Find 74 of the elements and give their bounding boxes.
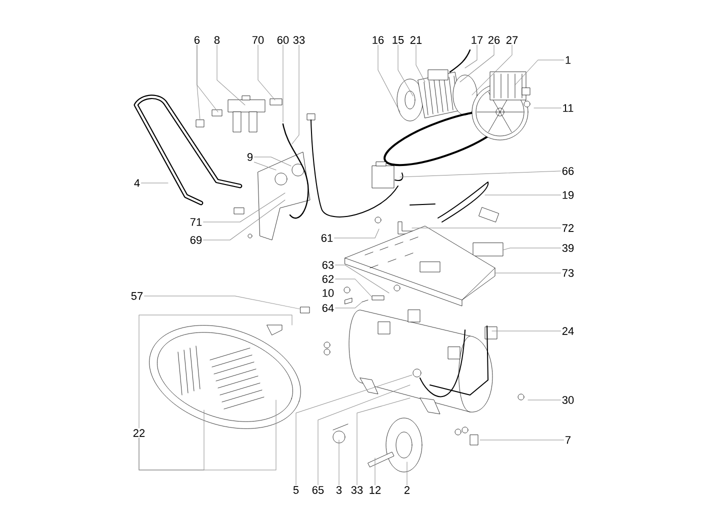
callout-number: 11 — [563, 104, 574, 112]
callout-number: 60 — [277, 36, 289, 44]
callout-number: 71 — [190, 218, 202, 226]
leader-line — [258, 44, 276, 100]
leader-line — [335, 278, 372, 298]
callout-number: 70 — [252, 36, 264, 44]
callout-number: 17 — [472, 36, 483, 44]
leader-line — [282, 44, 284, 122]
callout-number: 73 — [562, 269, 574, 277]
leader-line — [374, 458, 376, 486]
leader-line — [356, 398, 410, 486]
callout-number: 1 — [566, 56, 571, 64]
callout-number: 22 — [133, 429, 145, 437]
callout-number: 33 — [293, 36, 305, 44]
callout-number: 63 — [322, 261, 334, 269]
leader-line — [378, 44, 400, 112]
callout-number: 62 — [322, 275, 334, 283]
callout-number: 2 — [404, 486, 410, 494]
callout-number: 72 — [562, 224, 574, 232]
callout-number: 9 — [247, 153, 253, 161]
callout-number: 15 — [392, 36, 404, 44]
leader-line — [318, 384, 410, 486]
leader-line — [514, 60, 564, 86]
callout-number: 6 — [194, 36, 200, 44]
callout-number: 24 — [562, 327, 574, 335]
callout-number: 64 — [322, 304, 334, 312]
callout-number: 5 — [293, 486, 299, 494]
callout-number: 26 — [488, 36, 500, 44]
leader-line — [484, 194, 561, 196]
leader-line — [141, 182, 168, 184]
leader-line — [335, 264, 390, 294]
leader-line — [144, 296, 301, 310]
callout-number: 7 — [566, 436, 571, 444]
callout-number: 10 — [322, 289, 334, 297]
leader-line — [464, 44, 478, 68]
leader-line — [203, 192, 286, 222]
callout-number: 30 — [562, 396, 574, 404]
callout-number: 57 — [131, 292, 143, 300]
leader-line — [138, 400, 276, 470]
leader-line — [398, 44, 414, 96]
callout-number: 3 — [336, 486, 342, 494]
fitting — [300, 306, 310, 314]
callout-number: 16 — [372, 36, 384, 44]
callout-number: 8 — [214, 36, 220, 44]
leader-line — [406, 462, 408, 486]
leader-line — [334, 228, 380, 238]
leader-line — [400, 170, 561, 178]
leader-line — [292, 44, 300, 144]
leader-line — [203, 200, 286, 240]
leader-line — [502, 248, 561, 250]
leader-line — [138, 314, 292, 428]
callout-number: 39 — [562, 244, 574, 252]
leader-line — [460, 44, 494, 82]
callout-number: 4 — [134, 179, 140, 187]
callout-number: 65 — [312, 486, 324, 494]
callout-number: 33 — [351, 486, 363, 494]
callout-number: 61 — [321, 234, 333, 242]
callout-number: 66 — [562, 167, 574, 175]
leader-line — [216, 44, 246, 106]
leader-line — [416, 44, 426, 82]
leader-line — [338, 440, 340, 486]
leader-line — [196, 44, 200, 120]
callout-number: 21 — [410, 36, 422, 44]
callout-number: 69 — [190, 236, 202, 244]
leader-line — [335, 302, 362, 308]
callout-number: 12 — [370, 486, 381, 494]
callout-number: 19 — [562, 191, 574, 199]
callout-number: 27 — [506, 36, 518, 44]
leader-line — [296, 374, 412, 486]
leader-line — [494, 272, 561, 274]
leader-line — [472, 44, 512, 96]
leader-line — [254, 162, 276, 170]
leader-line — [254, 156, 292, 166]
leader-line — [492, 330, 561, 332]
